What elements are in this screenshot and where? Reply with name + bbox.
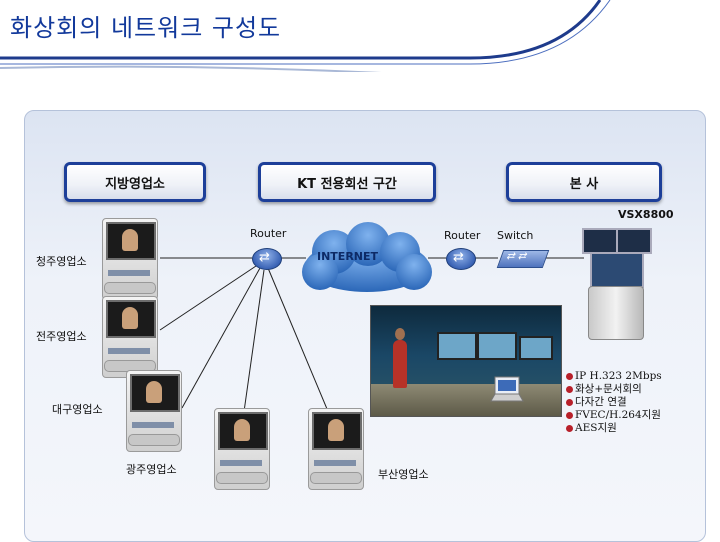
- feature-text: 다자간 연결: [575, 396, 627, 408]
- feature-item: IP H.323 2Mbps: [566, 370, 662, 383]
- office-label-cheongju: 청주영업소: [36, 255, 87, 268]
- bullet-icon: [566, 425, 573, 432]
- switch-icon: [496, 250, 550, 268]
- vsx-label: VSX8800: [618, 208, 674, 221]
- router-right-label: Router: [444, 229, 481, 242]
- feature-item: 화상+문서회의: [566, 383, 662, 396]
- kt-line-header: KT 전용회선 구간: [258, 162, 436, 202]
- router-icon: [446, 248, 476, 270]
- bullet-icon: [566, 386, 573, 393]
- feature-text: IP H.323 2Mbps: [575, 370, 662, 382]
- regional-office-header: 지방영업소: [64, 162, 206, 202]
- video-terminal-icon: [304, 408, 366, 490]
- video-terminal-icon: [210, 408, 272, 490]
- router-icon: [252, 248, 282, 270]
- office-label-gwangju: 광주영업소: [126, 463, 177, 476]
- bullet-icon: [566, 373, 573, 380]
- switch-label: Switch: [497, 229, 534, 242]
- feature-list: IP H.323 2Mbps 화상+문서회의 다자간 연결 FVEC/H.264…: [566, 370, 662, 435]
- hq-header-label: 본 사: [569, 176, 599, 192]
- regional-office-header-label: 지방영업소: [105, 176, 165, 192]
- feature-text: 화상+문서회의: [575, 383, 642, 395]
- video-terminal-icon: [98, 296, 160, 378]
- office-label-daegu: 대구영업소: [52, 403, 103, 416]
- video-terminal-icon: [98, 218, 160, 300]
- laptop-icon: [490, 376, 524, 402]
- feature-text: AES지원: [575, 422, 617, 434]
- video-terminal-icon: [122, 370, 184, 452]
- header-band: [0, 0, 611, 72]
- page-title: 화상회의 네트워크 구성도: [10, 14, 282, 42]
- hq-header: 본 사: [506, 162, 662, 202]
- feature-item: AES지원: [566, 422, 662, 435]
- vsx8800-system-image: [580, 228, 652, 340]
- conference-room-photo: [370, 305, 562, 417]
- bullet-icon: [566, 399, 573, 406]
- router-left-label: Router: [250, 227, 287, 240]
- feature-item: FVEC/H.264지원: [566, 409, 662, 422]
- cloud-icon: [302, 222, 432, 292]
- office-label-busan: 부산영업소: [378, 468, 429, 481]
- internet-label: INTERNET: [317, 250, 379, 263]
- kt-line-header-label: KT 전용회선 구간: [297, 176, 397, 192]
- feature-text: FVEC/H.264지원: [575, 409, 661, 421]
- bullet-icon: [566, 412, 573, 419]
- office-label-jeonju: 전주영업소: [36, 330, 87, 343]
- feature-item: 다자간 연결: [566, 396, 662, 409]
